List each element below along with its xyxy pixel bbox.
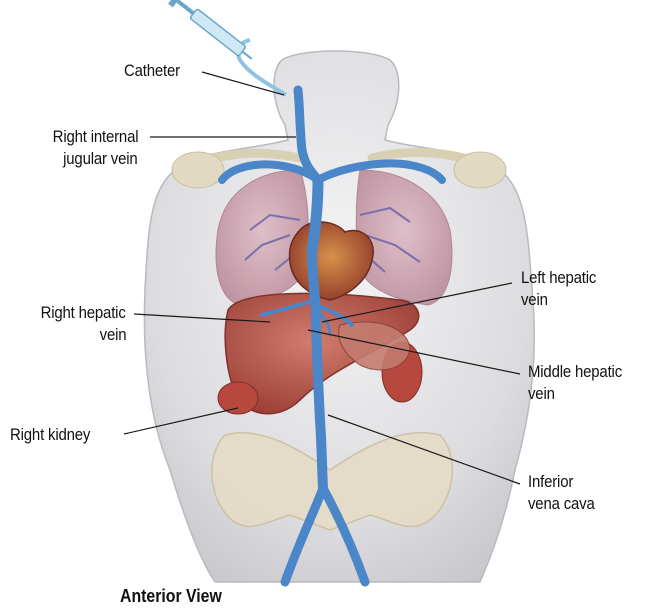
middle-hepatic-vein-label-line1: Middle hepatic xyxy=(528,362,622,382)
inferior-vena-cava-label-line2: vena cava xyxy=(528,494,595,514)
right-shoulder-joint xyxy=(454,152,506,188)
right-kidney xyxy=(218,382,258,414)
right-hepatic-vein-label-line1: Right hepatic xyxy=(41,303,126,323)
left-hepatic-vein-label-line2: vein xyxy=(521,290,548,310)
view-caption: Anterior View xyxy=(120,586,222,607)
syringe xyxy=(168,0,257,65)
left-shoulder-joint xyxy=(172,152,224,188)
right-hepatic-vein-label-line2: vein xyxy=(99,325,126,345)
right-kidney-label: Right kidney xyxy=(10,425,90,445)
catheter-leader xyxy=(202,72,284,95)
catheter-label: Catheter xyxy=(124,61,180,81)
inferior-vena-cava-label-line1: Inferior xyxy=(528,472,573,492)
right-internal-jugular-vein-label-line2: jugular vein xyxy=(64,149,138,169)
right-internal-jugular-vein-label-line1: Right internal xyxy=(52,127,138,147)
left-hepatic-vein-label-line1: Left hepatic xyxy=(521,268,596,288)
middle-hepatic-vein-label-line2: vein xyxy=(528,384,555,404)
